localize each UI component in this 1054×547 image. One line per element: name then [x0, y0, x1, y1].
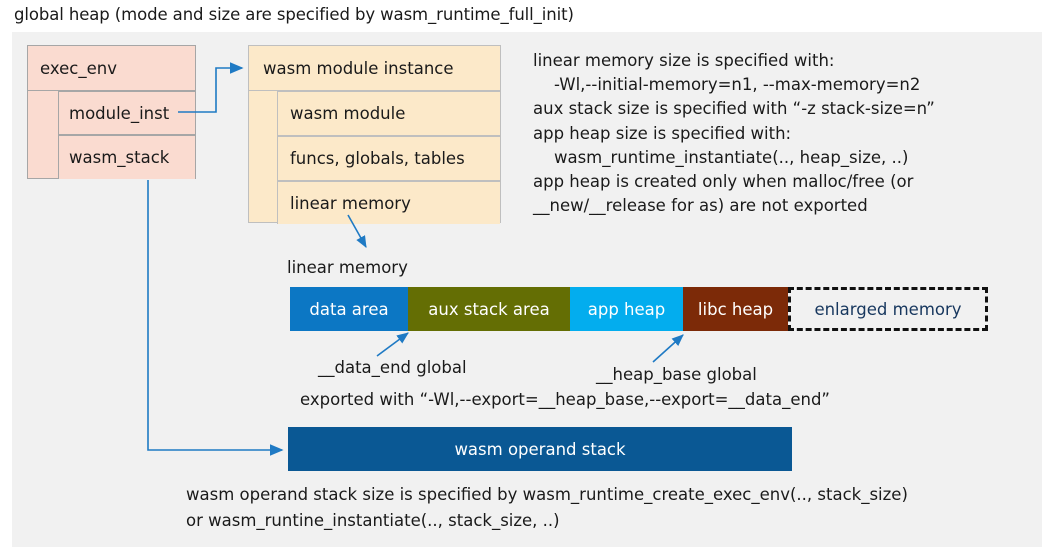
memory-segment-aux-stack-area: aux stack area — [408, 287, 570, 331]
exec-env-field-wasm-stack: wasm_stack — [58, 135, 195, 179]
memory-segment-enlarged-memory: enlarged memory — [788, 287, 988, 331]
linear-memory-label: linear memory — [287, 258, 408, 277]
annotation-exported-with: exported with “-Wl,--export=__heap_base,… — [300, 390, 830, 409]
annotation-data-end: __data_end global — [318, 358, 467, 377]
memory-segment-app-heap: app heap — [570, 287, 683, 331]
wmi-field-linear-memory: linear memory — [277, 181, 500, 224]
memory-segment-libc-heap: libc heap — [683, 287, 788, 331]
memory-segment-data-area: data area — [290, 287, 408, 331]
page-title: global heap (mode and size are specified… — [14, 5, 574, 24]
wasm-module-instance-header: wasm module instance — [249, 46, 500, 91]
exec-env-box: exec_env module_inst wasm_stack — [27, 45, 196, 179]
linear-memory-notes: linear memory size is specified with: -W… — [533, 51, 935, 216]
wasm-module-instance-box: wasm module instance wasm module funcs, … — [248, 45, 501, 224]
annotation-heap-base: __heap_base global — [596, 365, 757, 384]
exec-env-header: exec_env — [28, 46, 195, 91]
wmi-field-wasm-module: wasm module — [277, 91, 500, 136]
wmi-field-funcs-globals-tables: funcs, globals, tables — [277, 136, 500, 181]
wasm-operand-stack-box: wasm operand stack — [288, 427, 792, 471]
exec-env-field-module-inst: module_inst — [58, 91, 195, 135]
operand-stack-note: wasm operand stack size is specified by … — [186, 485, 908, 530]
